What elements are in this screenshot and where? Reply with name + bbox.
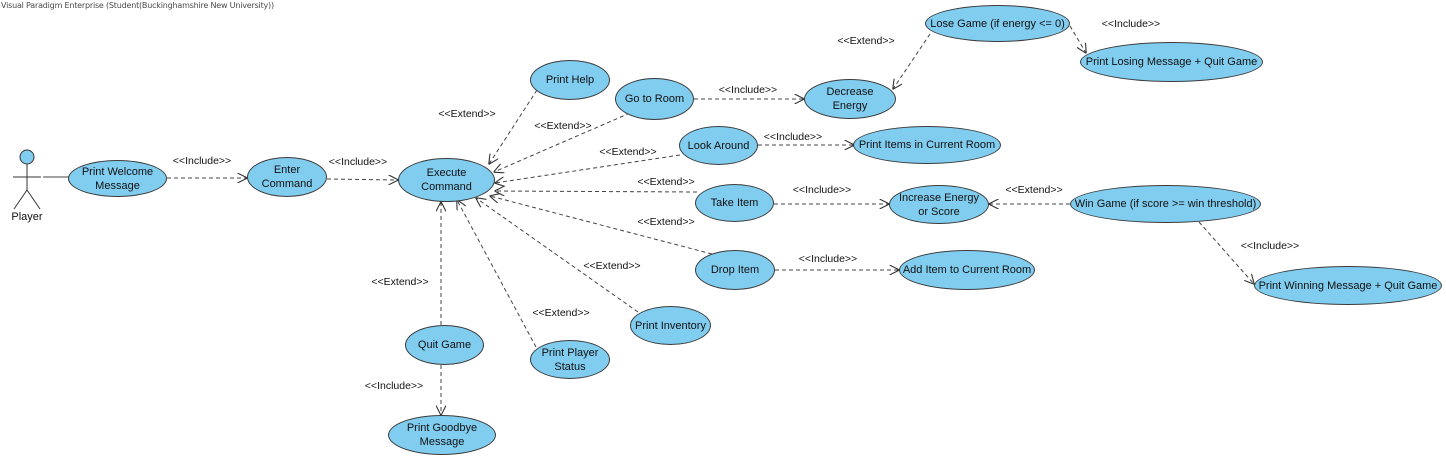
use-case-drop-item[interactable]: Drop Item (695, 250, 775, 290)
use-case-take-item[interactable]: Take Item (695, 184, 774, 222)
extend-label: <<Extend>> (438, 108, 496, 120)
use-case-print-help[interactable]: Print Help (530, 60, 610, 100)
extend-label: <<Extend>> (637, 176, 695, 188)
include-label: <<Include>> (328, 156, 388, 168)
extend-label: <<Extend>> (637, 216, 695, 228)
use-case-print-items[interactable]: Print Items in Current Room (853, 126, 1001, 164)
include-label: <<Include>> (718, 84, 778, 96)
use-case-go-to-room[interactable]: Go to Room (615, 78, 694, 120)
include-label: <<Include>> (792, 184, 852, 196)
use-case-print-losing[interactable]: Print Losing Message + Quit Game (1080, 42, 1263, 82)
extend-arrow-go-to-room-to-execute-command (494, 112, 631, 172)
stick-figure-actor-icon (13, 149, 41, 210)
extend-label: <<Extend>> (1005, 184, 1063, 196)
extend-arrow-print-inventory-to-execute-command (476, 198, 639, 313)
use-case-increase-energy[interactable]: Increase Energy or Score (889, 185, 989, 224)
use-case-print-welcome[interactable]: Print Welcome Message (68, 160, 167, 197)
include-arrow-enter-command-to-execute-command (326, 179, 398, 180)
use-case-decrease-energy[interactable]: Decrease Energy (804, 79, 896, 119)
use-case-enter-command[interactable]: Enter Command (247, 157, 327, 197)
extend-label: <<Extend>> (371, 276, 429, 288)
include-label: <<Include>> (1240, 240, 1300, 252)
include-arrow-lose-game-to-print-losing (1069, 25, 1086, 53)
use-case-execute-command[interactable]: Execute Command (398, 158, 495, 202)
extend-label: <<Extend>> (534, 120, 592, 132)
use-case-look-around[interactable]: Look Around (679, 126, 758, 165)
include-label: <<Include>> (1101, 18, 1161, 30)
extend-label: <<Extend>> (837, 35, 895, 47)
use-case-print-player-status[interactable]: Print Player Status (530, 340, 610, 379)
include-arrow-win-game-to-print-winning (1198, 221, 1254, 284)
use-case-win-game[interactable]: Win Game (if score >= win threshold) (1070, 185, 1261, 223)
extend-label: <<Extend>> (599, 146, 657, 158)
extend-arrow-take-item-to-execute-command (495, 191, 698, 192)
use-case-lose-game[interactable]: Lose Game (if energy <= 0) (925, 5, 1070, 42)
include-label: <<Include>> (798, 253, 858, 265)
extend-label: <<Extend>> (532, 307, 590, 319)
extend-arrow-drop-item-to-execute-command (490, 196, 713, 255)
actor-label: Player (11, 211, 43, 223)
include-label: <<Include>> (172, 155, 232, 167)
use-case-print-goodbye[interactable]: Print Goodbye Message (388, 415, 496, 455)
extend-arrow-print-player-status-to-execute-command (457, 200, 537, 348)
extend-arrow-print-help-to-execute-command (489, 89, 538, 164)
include-label: <<Include>> (364, 380, 424, 392)
extend-arrow-look-around-to-execute-command (495, 154, 681, 183)
use-case-quit-game[interactable]: Quit Game (405, 325, 484, 365)
watermark: Visual Paradigm Enterprise (Student(Buck… (1, 1, 274, 10)
use-case-add-item[interactable]: Add Item to Current Room (899, 250, 1035, 290)
include-label: <<Include>> (763, 131, 823, 143)
extend-arrow-lose-game-to-decrease-energy (893, 33, 931, 89)
extend-label: <<Extend>> (583, 260, 641, 272)
use-case-print-inventory[interactable]: Print Inventory (630, 306, 711, 345)
use-case-print-winning[interactable]: Print Winning Message + Quit Game (1254, 266, 1442, 305)
